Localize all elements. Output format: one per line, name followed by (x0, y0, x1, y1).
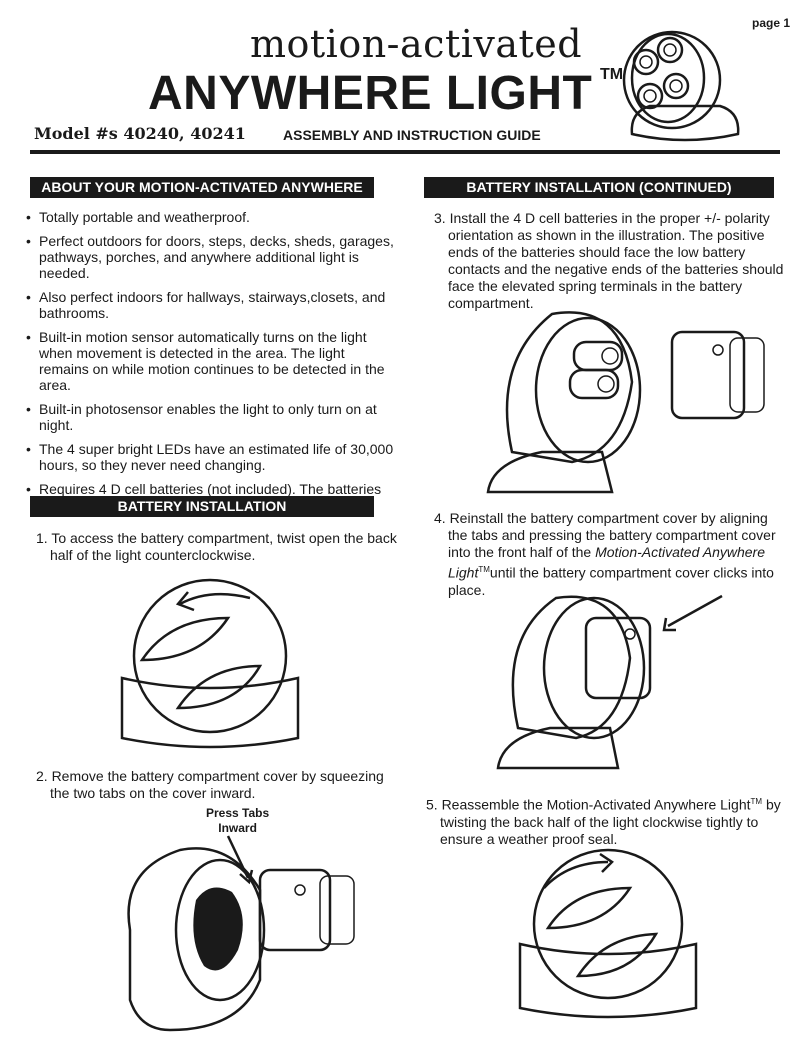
header-rule (30, 150, 780, 154)
press-tabs-line2: Inward (218, 821, 257, 835)
title-line2: ANYWHERE LIGHT (148, 67, 593, 120)
model-numbers: Model #s 40240, 40241 (34, 124, 246, 143)
step-5-text: 5. Reassemble the Motion-Activated Anywh… (426, 793, 790, 848)
step1-twist-drawing (120, 578, 300, 749)
step-2-text: 2. Remove the battery compartment cover … (36, 768, 384, 801)
step5-twist-drawing (518, 848, 698, 1019)
about-bullet: Built-in photosensor enables the light t… (26, 401, 394, 433)
step-5-part-b: by twisting the back half of the light c… (440, 796, 781, 847)
guide-title: ASSEMBLY AND INSTRUCTION GUIDE (283, 127, 541, 143)
battery-continued-heading: BATTERY INSTALLATION (CONTINUED) (424, 177, 774, 198)
step-4-part-a: 4. Reinstall the battery compartment cov… (434, 510, 776, 560)
step-4-part-b: until the battery compartment cover clic… (448, 564, 774, 598)
step-4-text: 4. Reinstall the battery compartment cov… (434, 510, 788, 599)
about-bullet: The 4 super bright LEDs have an estimate… (26, 441, 394, 473)
title-trademark: TM (600, 66, 624, 83)
press-tabs-line1: Press Tabs (206, 806, 270, 820)
product-light-drawing (622, 30, 740, 142)
step-4-tm: TM (478, 565, 490, 574)
step2-remove-cover-drawing (127, 835, 355, 1032)
battery-heading: BATTERY INSTALLATION (30, 496, 374, 517)
page-number: page 1 (751, 16, 790, 30)
about-bullet: Perfect outdoors for doors, steps, decks… (26, 233, 394, 281)
title-line1: motion-activated (250, 22, 583, 66)
about-bullet: Totally portable and weatherproof. (26, 209, 394, 225)
step-3-text: 3. Install the 4 D cell batteries in the… (434, 210, 784, 311)
about-heading: ABOUT YOUR MOTION-ACTIVATED ANYWHERE LIG… (30, 177, 374, 219)
press-tabs-label: Press Tabs Inward (206, 806, 269, 836)
about-bullet-list: Totally portable and weatherproof. Perfe… (26, 209, 394, 521)
about-bullet: Also perfect indoors for hallways, stair… (26, 289, 394, 321)
step4-reinstall-cover-drawing (496, 594, 723, 770)
step-1-text: 1. To access the battery compartment, tw… (36, 530, 397, 563)
about-bullet: Built-in motion sensor automatically tur… (26, 329, 394, 393)
step-5-tm: TM (750, 797, 763, 806)
step3-battery-drawing (486, 311, 765, 494)
step-5-part-a: 5. Reassemble the Motion-Activated Anywh… (426, 796, 751, 813)
step-4-product-name: Motion-Activated Anywhere Light (448, 544, 766, 581)
